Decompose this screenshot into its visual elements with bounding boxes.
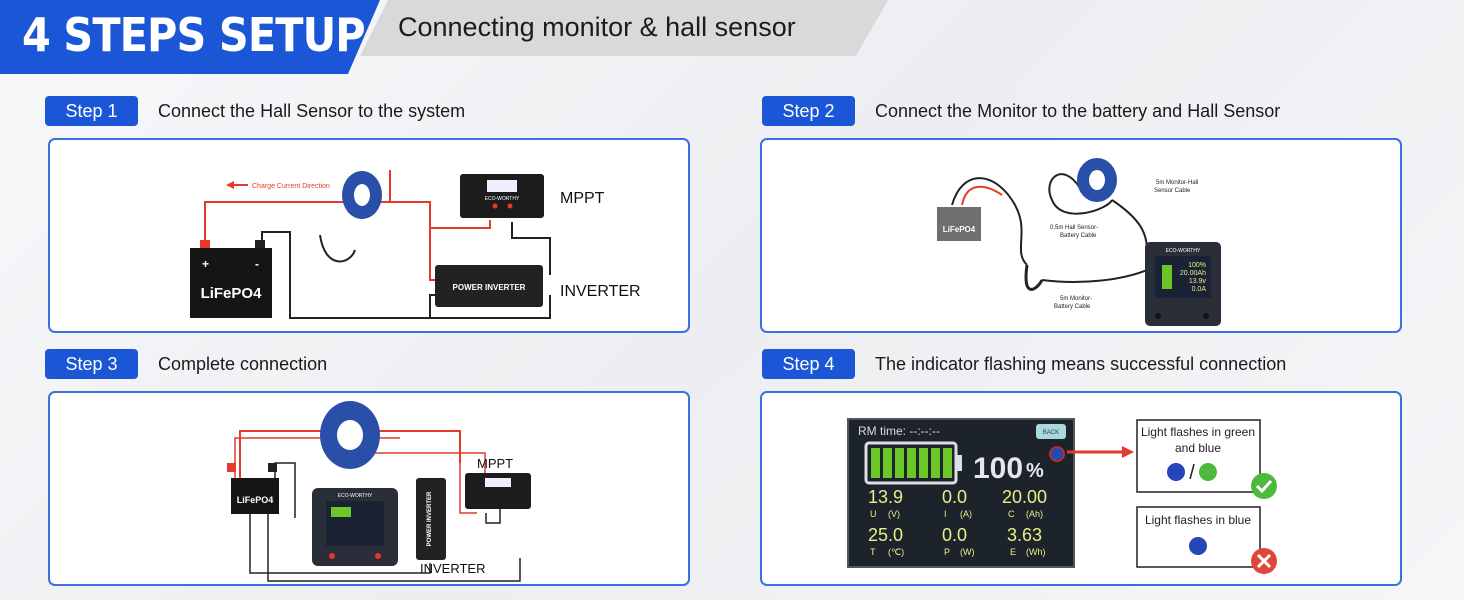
svg-text:Light flashes in blue: Light flashes in blue	[1145, 513, 1251, 527]
reading-value: 13.9	[868, 487, 903, 507]
complete-connection-diagram: LiFePO4 ECO-WORTHY POWER INVERTER INVERT…	[227, 401, 531, 582]
svg-text:POWER INVERTER: POWER INVERTER	[427, 491, 433, 546]
mppt-controller-icon	[460, 174, 544, 218]
svg-text:0.5m Hall Sensor-: 0.5m Hall Sensor-	[1050, 225, 1098, 231]
svg-text:%: %	[1026, 460, 1044, 482]
charge-direction-label: Charge Current Direction	[252, 183, 330, 190]
indicator-light	[1049, 446, 1065, 462]
rm-time-label: RM time: --:--:--	[858, 424, 940, 438]
inverter-label: INVERTER	[420, 561, 486, 576]
svg-text:(Wh): (Wh)	[1026, 547, 1046, 557]
header-banner	[0, 0, 380, 74]
svg-text:and blue: and blue	[1175, 441, 1221, 455]
svg-text:0.0A: 0.0A	[1192, 286, 1207, 293]
svg-text:5m Monitor-: 5m Monitor-	[1060, 296, 1092, 302]
step-3-caption: Complete connection	[158, 354, 328, 374]
svg-text:Sensor Cable: Sensor Cable	[1154, 188, 1191, 194]
monitor-wiring-diagram: LiFePO4 5m Monitor-Hall Sensor Cable 0.5…	[937, 158, 1221, 326]
svg-text:100%: 100%	[1188, 262, 1206, 269]
reading-value: 0.0	[942, 525, 967, 545]
mppt-label: MPPT	[560, 190, 605, 207]
battery-icon	[937, 207, 981, 241]
monitor-screen	[847, 418, 1075, 568]
step-3-badge: Step 3	[45, 349, 138, 379]
green-light-icon	[1199, 463, 1217, 481]
svg-text:(Ah): (Ah)	[1026, 509, 1043, 519]
reading-value: 25.0	[868, 525, 903, 545]
svg-text:Light flashes in green: Light flashes in green	[1141, 425, 1255, 439]
svg-text:(W): (W)	[960, 547, 975, 557]
svg-text:C: C	[1008, 509, 1015, 519]
svg-text:BACK: BACK	[1043, 430, 1059, 436]
svg-text:Battery Cable: Battery Cable	[1054, 304, 1091, 310]
reading-value: 3.63	[1007, 525, 1042, 545]
step-4-caption: The indicator flashing means successful …	[875, 354, 1287, 374]
svg-text:P: P	[944, 547, 950, 557]
svg-text:E: E	[1010, 547, 1016, 557]
svg-text:U: U	[870, 509, 877, 519]
svg-text:I: I	[944, 509, 947, 519]
blue-light-icon	[1189, 537, 1207, 555]
svg-text:LiFePO4: LiFePO4	[237, 495, 274, 505]
blue-light-icon	[1167, 463, 1185, 481]
svg-text:(A): (A)	[960, 509, 972, 519]
mppt-label: MPPT	[477, 456, 513, 471]
power-inverter-icon	[416, 478, 446, 560]
subtitle-banner	[360, 0, 888, 56]
battery-icon	[231, 478, 279, 514]
page-title: 4 STEPS SETUP	[22, 8, 366, 62]
svg-text:(℃): (℃)	[888, 547, 904, 557]
svg-text:20.00Ah: 20.00Ah	[1180, 270, 1206, 277]
svg-text:ECO-WORTHY: ECO-WORTHY	[485, 196, 520, 202]
inverter-label: INVERTER	[560, 283, 641, 300]
reading-value: 20.00	[1002, 487, 1047, 507]
battery-icon	[190, 248, 272, 318]
svg-text:-: -	[255, 257, 259, 271]
success-indicator-box	[1136, 419, 1261, 493]
svg-text:POWER INVERTER: POWER INVERTER	[453, 283, 526, 292]
charge-percent: 100	[973, 452, 1023, 485]
battery-label: LiFePO4	[201, 285, 263, 302]
monitor-display-illustration: RM time: --:--:-- BACK 100 % 13.9 0.0 20…	[847, 418, 1277, 574]
svg-text:T: T	[870, 547, 876, 557]
svg-text:13.9v: 13.9v	[1189, 278, 1207, 285]
hall-sensor-wiring-diagram: Charge Current Direction + - LiFePO4 ECO…	[190, 170, 641, 319]
svg-text:(V): (V)	[888, 509, 900, 519]
svg-text:+: +	[202, 257, 209, 271]
step-2-panel: LiFePO4 5m Monitor-Hall Sensor Cable 0.5…	[760, 138, 1402, 333]
step-2-caption: Connect the Monitor to the battery and H…	[875, 101, 1281, 121]
svg-text:5m Monitor-Hall: 5m Monitor-Hall	[1156, 180, 1198, 186]
step-3-panel: LiFePO4 ECO-WORTHY POWER INVERTER INVERT…	[48, 391, 690, 586]
svg-text:/: /	[1189, 462, 1195, 484]
check-icon	[1251, 473, 1277, 499]
svg-text:ECO-WORTHY: ECO-WORTHY	[1166, 248, 1201, 254]
step-1-caption: Connect the Hall Sensor to the system	[158, 101, 466, 121]
step-1-panel: Charge Current Direction + - LiFePO4 ECO…	[48, 138, 690, 333]
step-1-badge: Step 1	[45, 96, 138, 126]
step-2-badge: Step 2	[762, 96, 855, 126]
back-button[interactable]	[1036, 424, 1066, 439]
mppt-controller-icon	[465, 473, 531, 509]
power-inverter-icon	[435, 265, 543, 307]
step-4-badge: Step 4	[762, 349, 855, 379]
svg-text:ECO-WORTHY: ECO-WORTHY	[338, 493, 373, 499]
svg-text:LiFePO4: LiFePO4	[943, 225, 976, 234]
failure-indicator-box	[1136, 506, 1261, 568]
step-4-panel: RM time: --:--:-- BACK 100 % 13.9 0.0 20…	[760, 391, 1402, 586]
svg-text:Battery Cable: Battery Cable	[1060, 233, 1097, 239]
reading-value: 0.0	[942, 487, 967, 507]
page-subtitle: Connecting monitor & hall sensor	[398, 12, 796, 42]
